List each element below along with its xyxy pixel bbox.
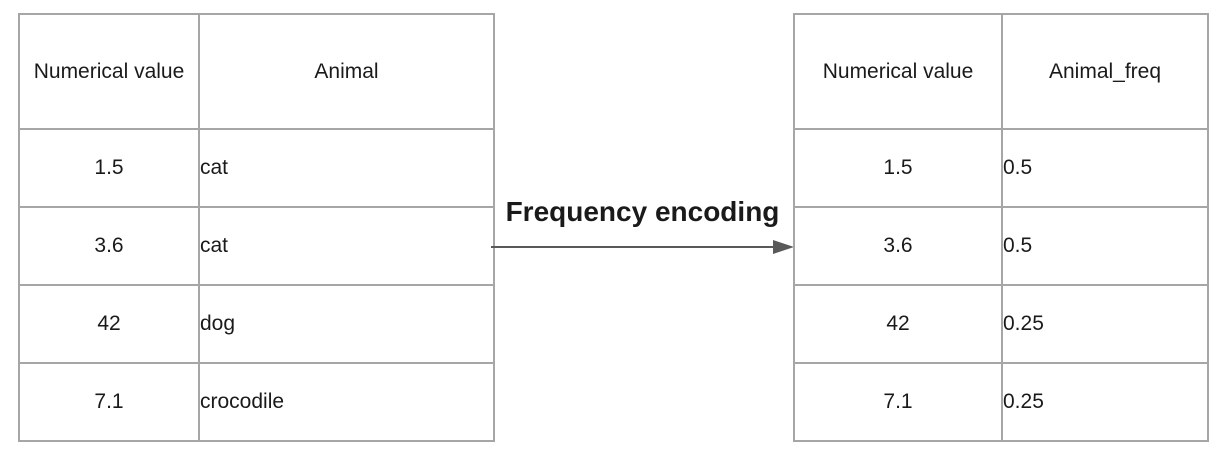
column-header-animal: Animal [198,13,495,130]
cell-animal: crocodile [198,362,495,442]
column-header-animal-freq: Animal_freq [1001,13,1209,130]
transformation-connector: Frequency encoding [490,196,795,256]
table-row: 42 0.25 [793,284,1209,364]
cell-animal-freq: 0.5 [1001,206,1209,286]
encoded-table: Numerical value Animal_freq 1.5 0.5 3.6 … [793,13,1209,442]
right-arrow-icon [491,240,794,254]
cell-numerical-value: 3.6 [18,206,200,286]
table-row: 3.6 cat [18,206,495,286]
source-table: Numerical value Animal 1.5 cat 3.6 cat 4… [18,13,495,442]
table-header-row: Numerical value Animal [18,13,495,130]
cell-numerical-value: 7.1 [793,362,1003,442]
cell-animal-freq: 0.5 [1001,128,1209,208]
cell-numerical-value: 1.5 [18,128,200,208]
transformation-label: Frequency encoding [505,196,780,227]
cell-numerical-value: 1.5 [793,128,1003,208]
cell-numerical-value: 42 [18,284,200,364]
cell-animal: dog [198,284,495,364]
cell-animal-freq: 0.25 [1001,362,1209,442]
table-row: 7.1 crocodile [18,362,495,442]
cell-animal-freq: 0.25 [1001,284,1209,364]
column-header-numerical-value: Numerical value [793,13,1003,130]
cell-animal: cat [198,128,495,208]
cell-numerical-value: 3.6 [793,206,1003,286]
cell-numerical-value: 42 [793,284,1003,364]
table-row: 3.6 0.5 [793,206,1209,286]
column-header-numerical-value: Numerical value [18,13,200,130]
cell-numerical-value: 7.1 [18,362,200,442]
table-header-row: Numerical value Animal_freq [793,13,1209,130]
table-row: 7.1 0.25 [793,362,1209,442]
table-row: 42 dog [18,284,495,364]
cell-animal: cat [198,206,495,286]
table-row: 1.5 cat [18,128,495,208]
table-row: 1.5 0.5 [793,128,1209,208]
